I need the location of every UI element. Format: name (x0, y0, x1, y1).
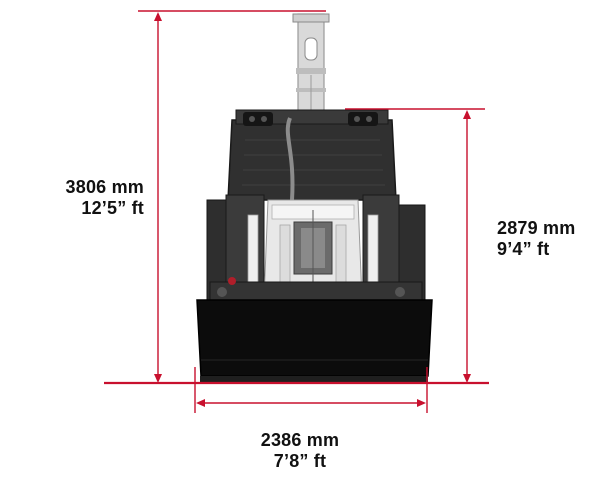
overall-height-dimension (138, 10, 326, 383)
overall-height-imperial: 12’5” ft (81, 198, 144, 218)
width-dimension (194, 367, 428, 413)
overall-height-label: 3806 mm 12’5” ft (22, 177, 144, 219)
cab-height-imperial: 9’4” ft (497, 239, 550, 259)
cab-height-metric: 2879 mm (497, 218, 576, 238)
width-label: 2386 mm 7’8” ft (230, 430, 370, 472)
boom-mast (292, 13, 330, 115)
dimension-lines (104, 10, 489, 413)
width-imperial: 7’8” ft (273, 451, 327, 471)
bucket (196, 299, 433, 382)
overall-height-metric: 3806 mm (65, 177, 144, 197)
cab-roof (227, 109, 397, 201)
width-metric: 2386 mm (260, 430, 340, 450)
machine-illustration (196, 13, 433, 382)
cab-height-dimension (345, 108, 485, 383)
cab-interior (247, 199, 379, 301)
cab-height-label: 2879 mm 9’4” ft (497, 218, 597, 260)
